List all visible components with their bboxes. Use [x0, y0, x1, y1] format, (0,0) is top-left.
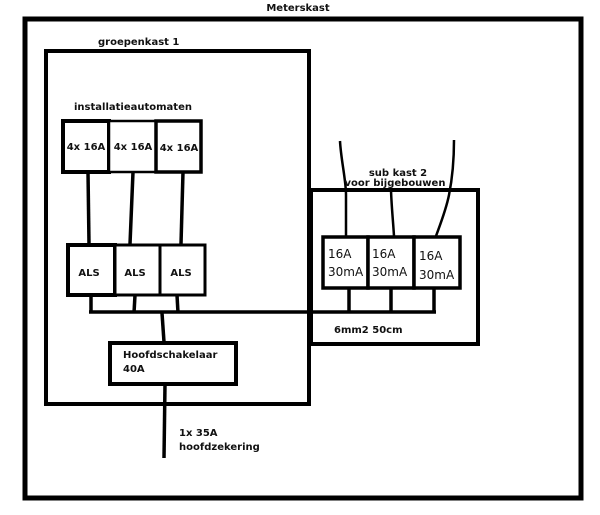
subkast-group-2: [366, 235, 416, 290]
meterskast-title: Meterskast: [266, 3, 330, 14]
wire-automaat2-als2: [128, 171, 135, 245]
automaat-3-label: 4x 16A: [160, 143, 199, 154]
automaat-2-label: 4x 16A: [114, 142, 153, 153]
subkast-cable-2: [389, 187, 396, 237]
als-2: [113, 243, 162, 297]
subkast-cable-1: [338, 140, 348, 237]
subkast-cable-3: [434, 139, 456, 237]
subkast-group-2-line2: 30mA: [372, 265, 408, 279]
groepenkast-label: groepenkast 1: [98, 37, 179, 48]
subkast-group-1-line2: 30mA: [328, 265, 364, 279]
als-group: ALS ALS ALS: [66, 243, 207, 297]
subkast-group-2-line1: 16A: [372, 247, 396, 261]
subkast-group-1: [321, 235, 370, 290]
automaat-3: [154, 119, 203, 174]
wire-automaat1-als1: [86, 171, 91, 245]
wire-als2-bus: [132, 294, 137, 314]
subkast-label-line2: voor bijgebouwen: [345, 178, 446, 189]
als-1: [66, 243, 117, 297]
automaat-1: [61, 119, 111, 174]
feed-label-line1: 1x 35A: [179, 428, 218, 439]
als-1-label: ALS: [78, 268, 99, 279]
hoofdschakelaar-box: [108, 341, 238, 386]
hoofdschakelaar-label-line2: 40A: [123, 364, 145, 375]
automaten-group: 4x 16A 4x 16A 4x 16A: [61, 119, 203, 174]
installatieautomaten-label: installatieautomaten: [74, 102, 192, 113]
als-2-label: ALS: [124, 268, 145, 279]
subkast-groups: 16A 30mA 16A 30mA 16A 30mA: [321, 235, 462, 290]
subkast-label-line1: sub kast 2: [369, 168, 427, 179]
cable-label: 6mm2 50cm: [334, 325, 403, 336]
wire-bus-hoofdschakelaar: [160, 312, 166, 343]
subkast-group-3-line2: 30mA: [419, 268, 455, 282]
subkast-group-3: [412, 235, 462, 290]
automaat-1-label: 4x 16A: [67, 142, 106, 153]
wire-als3-bus: [175, 294, 180, 314]
wire-automaat3-als3: [179, 171, 185, 245]
feed-line: [162, 383, 167, 459]
feed-label-line2: hoofdzekering: [179, 442, 260, 453]
hoofdschakelaar-label-line1: Hoofdschakelaar: [123, 350, 217, 361]
als-3-label: ALS: [170, 268, 191, 279]
als-3: [158, 243, 207, 297]
subkast-group-3-line1: 16A: [419, 249, 443, 263]
subkast-group-1-line1: 16A: [328, 247, 352, 261]
